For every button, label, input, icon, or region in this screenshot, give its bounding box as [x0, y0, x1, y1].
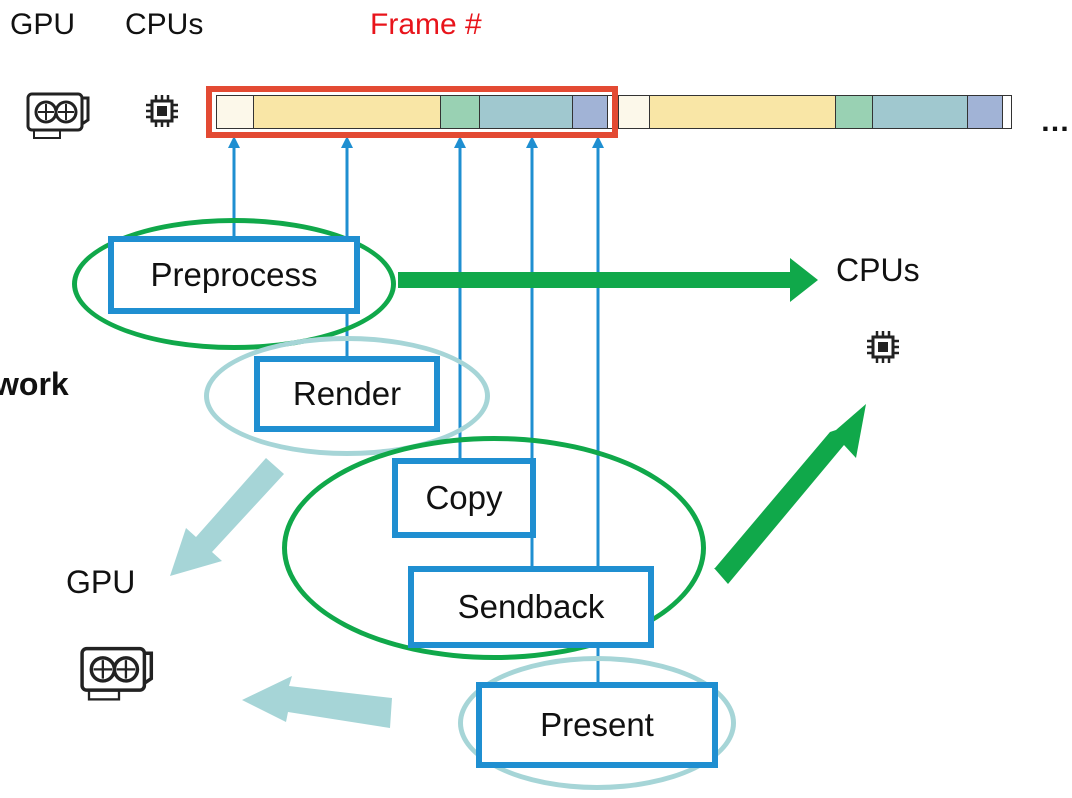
preprocess-ellipse: [72, 218, 396, 350]
sendback-ellipse: [282, 436, 706, 660]
timeline-ellipsis: …: [1040, 105, 1070, 138]
preprocess-stage: Preprocess: [108, 236, 360, 314]
frame-number-label: Frame #: [370, 8, 482, 41]
cut-off-text: work: [0, 366, 69, 402]
cpu-chip-icon: [146, 95, 178, 127]
present-to-gpu-arrow: [242, 676, 392, 728]
frame-segment-preprocess: [216, 95, 254, 129]
render-label: Render: [292, 375, 402, 412]
preprocess-to-cpus-arrow: [398, 258, 818, 302]
cpu-target-icon: [867, 331, 899, 363]
cpus-target-label: CPUs: [836, 252, 920, 288]
render-ellipse: [204, 336, 490, 456]
frame-segment-render: [253, 95, 441, 129]
frame-segment-present: [572, 95, 608, 129]
render-to-gpu-arrow: [170, 458, 284, 576]
next-segment-render: [649, 95, 836, 129]
copy-label: Copy: [425, 479, 503, 516]
next-segment-present: [967, 95, 1003, 129]
next-segment-sendback: [872, 95, 968, 129]
gpu-card-icon: [26, 92, 90, 139]
present-stage: Present: [476, 682, 718, 768]
frame-highlight: [206, 86, 618, 138]
next-segment-copy: [835, 95, 873, 129]
cpus-header-label: CPUs: [125, 8, 204, 41]
preprocess-label: Preprocess: [150, 256, 318, 293]
present-ellipse: [458, 656, 736, 790]
frame-segment-sendback: [479, 95, 573, 129]
sendback-stage: Sendback: [408, 566, 654, 648]
gpu-header-label: GPU: [10, 8, 76, 41]
next-segment-preprocess: [618, 95, 650, 129]
gpu-target-label: GPU: [66, 564, 136, 600]
gpu-target-icon: [80, 646, 154, 701]
sendback-label: Sendback: [457, 588, 605, 625]
frame-timeline: [206, 86, 1018, 138]
render-stage: Render: [254, 356, 440, 432]
copy-stage: Copy: [392, 458, 536, 538]
present-label: Present: [540, 706, 654, 743]
sendback-to-cpus-arrow: [714, 404, 866, 584]
